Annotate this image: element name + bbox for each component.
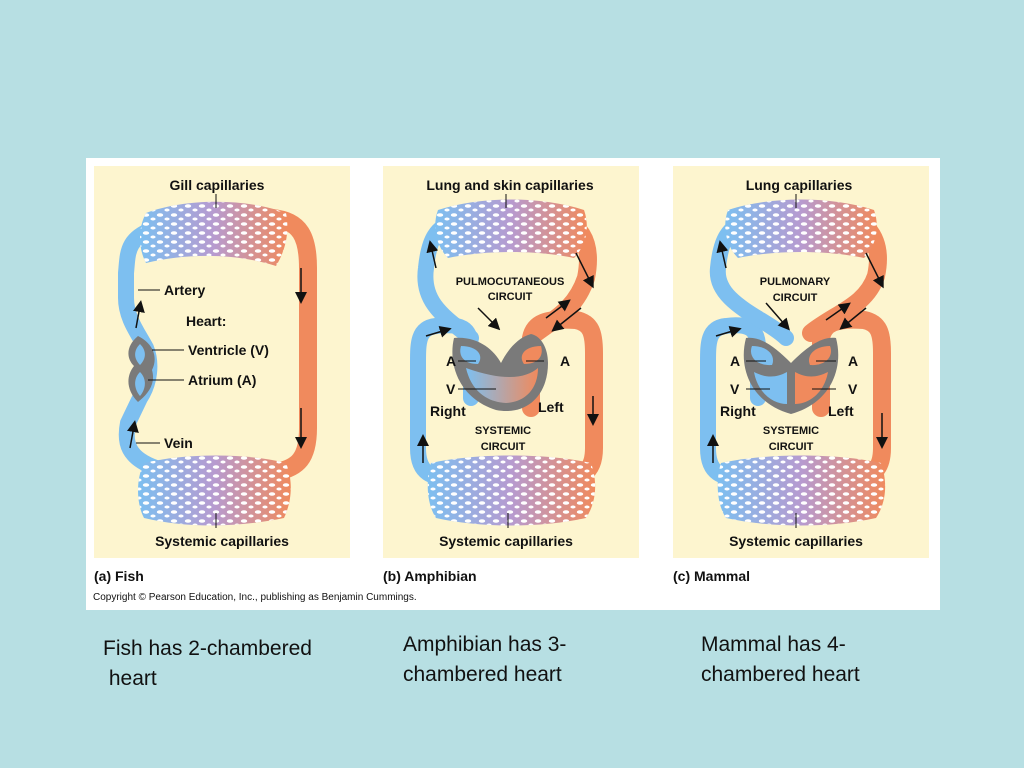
panel-caption-fish: (a) Fish [94,568,144,584]
amphibian-circuit-top-1: PULMOCUTANEOUS [456,276,565,288]
caption-fish: Fish has 2-chambered heart [103,637,312,690]
caption-amphibian: Amphibian has 3- chambered heart [403,633,567,686]
fish-bottom-label: Systemic capillaries [155,533,289,549]
amphibian-diagram: Lung and skin capillaries PULMOCUTANEOUS… [410,177,603,549]
mammal-top-label: Lung capillaries [746,177,853,193]
amphibian-a-left: A [446,353,456,369]
mammal-circuit-bottom-2: CIRCUIT [769,441,814,453]
amphibian-circuit-bottom-1: SYSTEMIC [475,425,531,437]
mammal-v-left: V [730,381,740,397]
amphibian-a-right: A [560,353,570,369]
mammal-circuit-bottom-1: SYSTEMIC [763,425,819,437]
amphibian-left-label: Left [538,399,564,415]
fish-artery-label: Artery [164,282,205,298]
fish-vein-label: Vein [164,435,193,451]
mammal-a-left: A [730,353,740,369]
amphibian-circuit-bottom-2: CIRCUIT [481,441,526,453]
mammal-circuit-top-1: PULMONARY [760,276,831,288]
panel-caption-amphibian: (b) Amphibian [383,568,477,584]
amphibian-top-label: Lung and skin capillaries [426,177,593,193]
amphibian-right-label: Right [430,403,466,419]
caption-mammal: Mammal has 4- chambered heart [701,633,860,686]
fish-diagram: Gill capillaries Artery Heart: Ventricle… [118,177,317,549]
amphibian-v-label: V [446,381,456,397]
circulation-diagrams: Gill capillaries Artery Heart: Ventricle… [118,177,891,549]
fish-atrium-label: Atrium (A) [188,372,256,388]
circulation-figure: Gill capillaries Artery Heart: Ventricle… [86,158,940,610]
mammal-diagram: Lung capillaries PULMONARY CIRCUIT A A V… [700,177,891,549]
mammal-bottom-label: Systemic capillaries [729,533,863,549]
fish-heart-label: Heart: [186,313,226,329]
copyright-notice: Copyright © Pearson Education, Inc., pub… [93,592,417,603]
fish-ventricle-label: Ventricle (V) [188,342,269,358]
amphibian-circuit-top-2: CIRCUIT [488,291,533,303]
mammal-right-label: Right [720,403,756,419]
mammal-circuit-top-2: CIRCUIT [773,292,818,304]
amphibian-bottom-label: Systemic capillaries [439,533,573,549]
mammal-v-right: V [848,381,858,397]
mammal-a-right: A [848,353,858,369]
mammal-left-label: Left [828,403,854,419]
fish-top-label: Gill capillaries [170,177,265,193]
panel-caption-mammal: (c) Mammal [673,568,751,584]
